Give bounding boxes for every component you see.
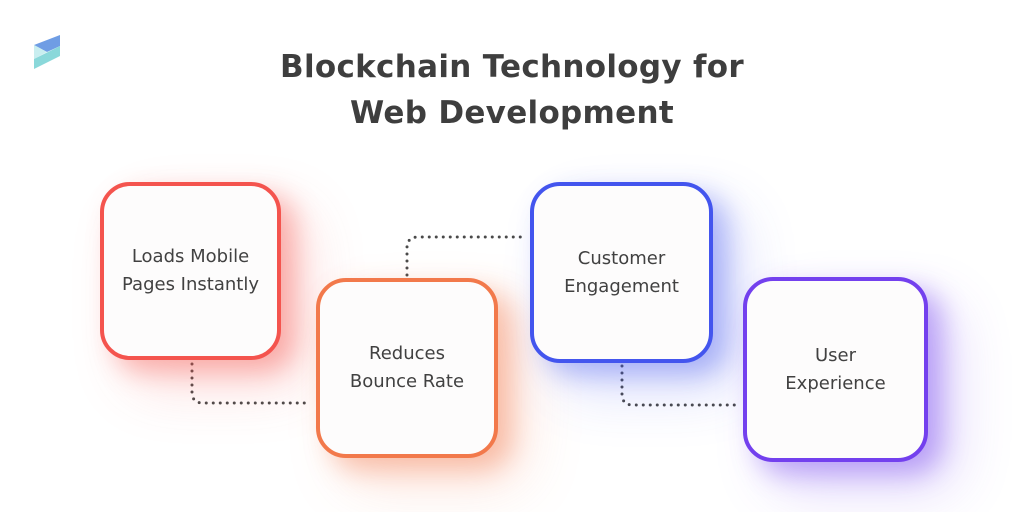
feature-box-label-line: Engagement xyxy=(564,275,679,297)
brand-s-logo-icon xyxy=(34,35,60,69)
logo-top-ribbon xyxy=(34,35,60,52)
connector-box1-to-box2 xyxy=(190,362,313,405)
feature-box-label-line: Pages Instantly xyxy=(122,274,259,295)
feature-box-label-line: Experience xyxy=(785,372,886,394)
logo-bottom-ribbon xyxy=(34,46,60,69)
feature-box-label-line: Customer xyxy=(577,247,666,269)
connector-box3-to-box4 xyxy=(620,364,742,407)
logo-middle-triangle xyxy=(34,45,47,59)
page-title: Blockchain Technology for Web Developmen… xyxy=(0,44,1024,136)
page-title-line-1: Blockchain Technology for xyxy=(280,49,744,85)
feature-box-label-line: Bounce Rate xyxy=(349,371,465,392)
feature-box-customer-engagement: Customer Engagement xyxy=(530,182,713,363)
feature-box-label-line: Loads Mobile xyxy=(131,246,250,267)
feature-box-loads-mobile-pages-instantly: Loads Mobile Pages Instantly xyxy=(100,182,281,360)
feature-box-label-line: Reduces xyxy=(369,343,445,364)
feature-box-reduces-bounce-rate: Reduces Bounce Rate xyxy=(316,278,498,458)
connector-box2-to-box3 xyxy=(405,235,529,277)
feature-box-user-experience: User Experience xyxy=(743,277,928,462)
page-title-line-2: Web Development xyxy=(350,95,674,131)
feature-box-label-line: User xyxy=(814,344,857,366)
